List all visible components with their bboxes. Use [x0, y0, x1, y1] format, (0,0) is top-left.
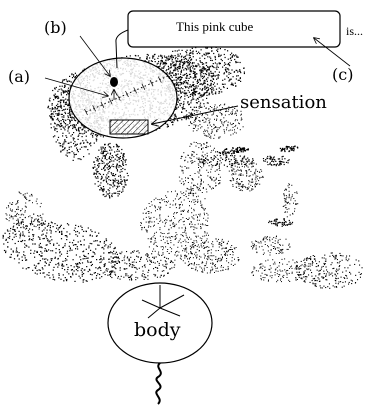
cortex-tick [116, 94, 121, 101]
focus-dot [110, 77, 118, 87]
body-radial-5 [141, 299, 161, 309]
label-c: (c) [332, 65, 353, 84]
cortex-tick [92, 105, 97, 112]
cortex-ticks [84, 72, 170, 116]
speech-box [127, 10, 341, 48]
label-a-arrow [44, 77, 108, 96]
sensation-box [109, 119, 149, 135]
speech-suffix: is... [346, 24, 363, 38]
cortex-tick [141, 83, 146, 90]
cortex-tick [166, 72, 170, 80]
cortex-tick [133, 87, 138, 94]
speech-connector [115, 29, 129, 69]
body-radial-2 [159, 294, 185, 309]
cortex-tick [157, 76, 162, 83]
cortex-tick [149, 80, 154, 87]
cortex-tick [108, 98, 113, 105]
label-sensation: sensation [240, 92, 327, 113]
cortex-tick [84, 108, 88, 116]
cortex-tick [100, 101, 105, 108]
label-a: (a) [8, 67, 30, 86]
body-tail [155, 362, 162, 405]
brain-region-ellipse [68, 57, 178, 139]
body-radial-3 [159, 307, 181, 317]
speech-text: This pink cube [176, 19, 253, 34]
sensation-arrow [152, 105, 239, 124]
label-b: (b) [44, 18, 67, 37]
label-b-arrow [79, 35, 110, 76]
label-body: body [134, 319, 181, 341]
label-c-arrow [314, 38, 351, 67]
body-radial-4 [147, 307, 161, 319]
cortex-tick [125, 90, 129, 98]
